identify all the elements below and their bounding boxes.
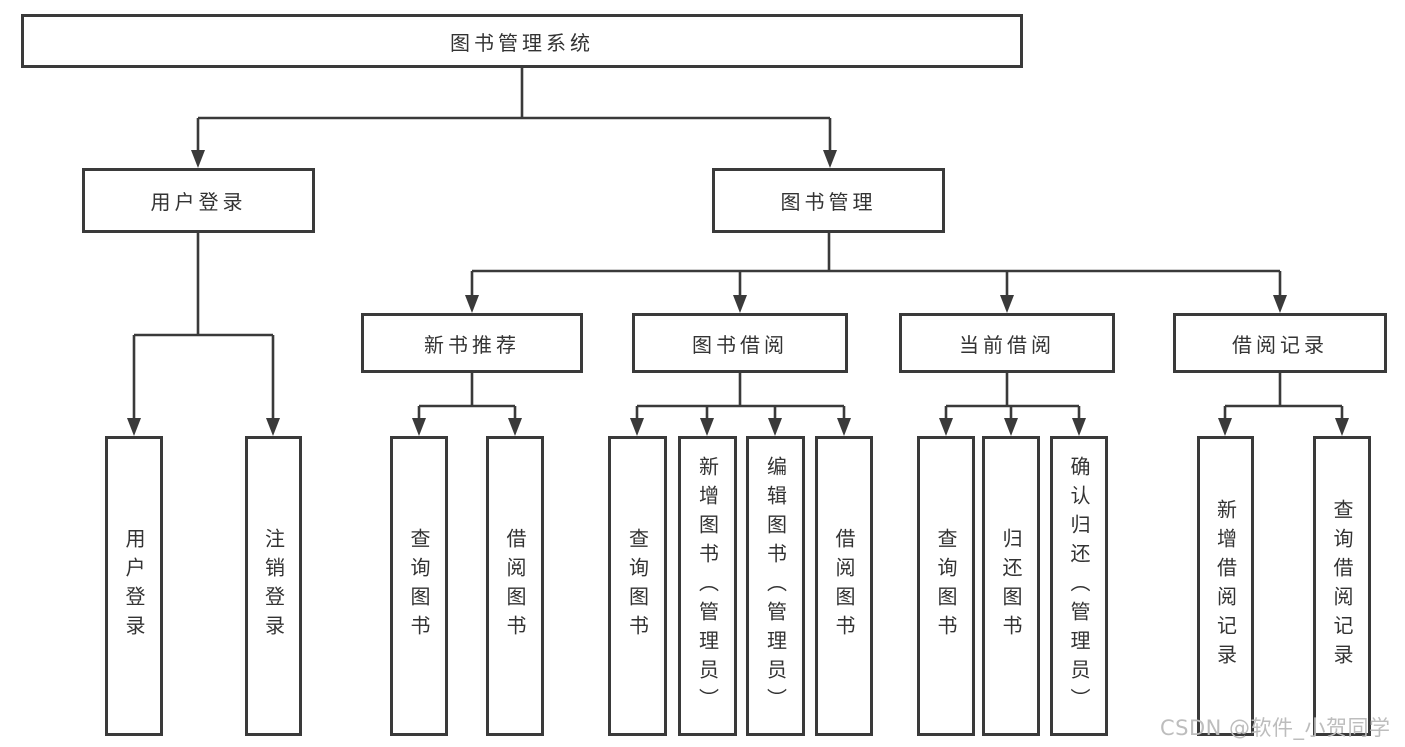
node-label: 当前借阅 [959, 332, 1055, 357]
arrowhead-icon [1218, 418, 1232, 436]
node-root: 图书管理系统 [21, 14, 1023, 68]
arrowhead-icon [465, 295, 479, 313]
arrowhead-icon [412, 418, 426, 436]
arrowhead-icon [630, 418, 644, 436]
node-current-borrowing: 当前借阅 [899, 313, 1115, 373]
leaf-label: 注销登录 [261, 528, 286, 644]
arrowhead-icon [1004, 418, 1018, 436]
arrowhead-icon [823, 150, 837, 168]
connector-root-to-level2 [196, 68, 832, 153]
node-label: 图书管理系统 [450, 30, 594, 55]
leaf-label: 编辑图书（管理员） [763, 455, 788, 717]
leaf-label: 借阅图书 [832, 528, 856, 644]
arrowhead-icon [508, 418, 522, 436]
leaf-logout: 注销登录 [245, 436, 302, 736]
arrowhead-icon [1273, 295, 1287, 313]
arrowhead-icon [768, 418, 782, 436]
leaf-borrowing-edit-books-admin: 编辑图书（管理员） [746, 436, 805, 736]
node-borrow-records: 借阅记录 [1173, 313, 1387, 373]
leaf-label: 确认归还（管理员） [1067, 455, 1091, 717]
connector-book-mgmt-to-level3 [470, 233, 1282, 298]
csdn-watermark: CSDN @软件_小贺同学 [1160, 716, 1391, 740]
arrowhead-icon [1335, 418, 1349, 436]
connector-borrow-records-to-leaves [1223, 373, 1344, 421]
leaf-label: 查询图书 [934, 528, 958, 644]
connector-new-books-to-leaves [417, 373, 517, 421]
leaf-label: 借阅图书 [503, 528, 527, 644]
leaf-label: 查询借阅记录 [1330, 499, 1354, 673]
arrowhead-icon [733, 295, 747, 313]
node-label: 图书管理 [780, 190, 877, 214]
leaf-newbooks-query-books: 查询图书 [390, 436, 448, 736]
leaf-borrowing-query-books: 查询图书 [608, 436, 667, 736]
leaf-records-query-record: 查询借阅记录 [1313, 436, 1371, 736]
node-book-borrowing: 图书借阅 [632, 313, 848, 373]
leaf-records-add-record: 新增借阅记录 [1197, 436, 1254, 736]
node-label: 用户登录 [150, 190, 247, 214]
leaf-label: 新增图书（管理员） [695, 455, 720, 717]
node-label: 借阅记录 [1232, 332, 1328, 357]
leaf-borrowing-borrow-books: 借阅图书 [815, 436, 873, 736]
leaf-label: 新增借阅记录 [1213, 499, 1238, 673]
leaf-borrowing-add-books-admin: 新增图书（管理员） [678, 436, 737, 736]
leaf-newbooks-borrow-books: 借阅图书 [486, 436, 544, 736]
leaf-label: 查询图书 [625, 528, 650, 644]
arrowhead-icon [700, 418, 714, 436]
leaf-current-confirm-return-admin: 确认归还（管理员） [1050, 436, 1108, 736]
leaf-current-return-books: 归还图书 [982, 436, 1040, 736]
node-label: 图书借阅 [692, 332, 788, 357]
node-book-mgmt: 图书管理 [712, 168, 945, 233]
arrowhead-icon [191, 150, 205, 168]
leaf-label: 归还图书 [999, 528, 1023, 644]
arrowhead-icon [837, 418, 851, 436]
arrowhead-icon [266, 418, 280, 436]
leaf-label: 查询图书 [407, 528, 431, 644]
arrowhead-icon [1072, 418, 1086, 436]
leaf-user-login: 用户登录 [105, 436, 163, 736]
connector-current-borrowing-to-leaves [944, 373, 1081, 421]
arrowhead-icon [127, 418, 141, 436]
node-user-login: 用户登录 [82, 168, 315, 233]
leaf-current-query-books: 查询图书 [917, 436, 975, 736]
leaf-label: 用户登录 [122, 528, 146, 644]
node-label: 新书推荐 [424, 332, 520, 357]
arrowheads [127, 150, 1349, 436]
arrowhead-icon [1000, 295, 1014, 313]
connector-user-login-to-leaves [132, 233, 275, 421]
node-new-books: 新书推荐 [361, 313, 583, 373]
arrowhead-icon [939, 418, 953, 436]
connector-book-borrowing-to-leaves [635, 373, 846, 421]
